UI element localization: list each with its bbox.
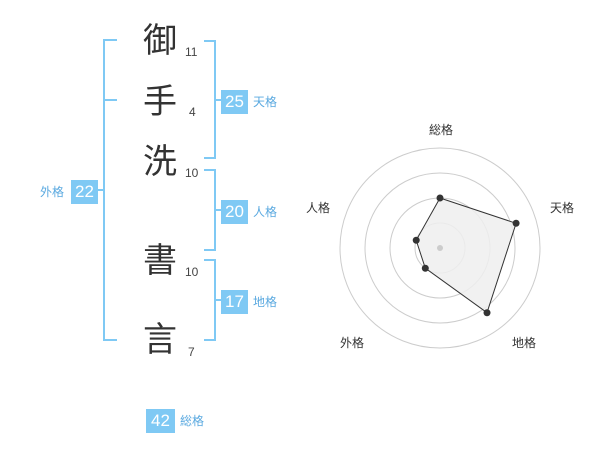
radar-point [512,219,520,227]
name-char-2: 手 [143,82,177,122]
radar-axis-label-tenkaku: 天格 [550,200,574,215]
chikaku-label: 地格 [253,295,278,309]
name-char-5: 言 [143,320,177,360]
stroke-count-2: 4 [189,105,196,119]
name-char-3: 洗 [143,142,177,182]
gaikaku-label: 外格 [40,185,65,199]
stroke-count-4: 10 [185,265,199,279]
radar-point [421,264,429,272]
tenkaku-label: 天格 [253,95,278,109]
radar-polygon [415,197,517,314]
radar-axis-label-chikaku: 地格 [512,335,536,350]
jinkaku-value: 20 [221,200,248,224]
radar-axis-label-gaikaku: 外格 [340,335,364,350]
radar-point [483,309,491,317]
radar-axis-label-jinkaku: 人格 [306,200,330,215]
radar-point [412,236,420,244]
radar-point [436,194,444,202]
soukaku-value: 42 [146,409,175,433]
stroke-count-1: 11 [185,45,198,59]
tenkaku-value: 25 [221,90,248,114]
name-char-4: 書 [143,241,177,281]
stroke-count-3: 10 [185,166,199,180]
radar-ring [364,172,516,324]
name-char-1: 御 [143,21,177,61]
jinkaku-label: 人格 [253,205,278,219]
gaikaku-value: 22 [71,180,98,204]
radar-center-dot [437,245,443,251]
chikaku-value: 17 [221,290,248,314]
radar-points [412,194,520,317]
soukaku-label: 総格 [180,414,205,428]
radar-axis-label-soukaku: 総格 [429,122,453,137]
radar-ring [339,147,541,349]
stroke-count-5: 7 [188,345,195,359]
